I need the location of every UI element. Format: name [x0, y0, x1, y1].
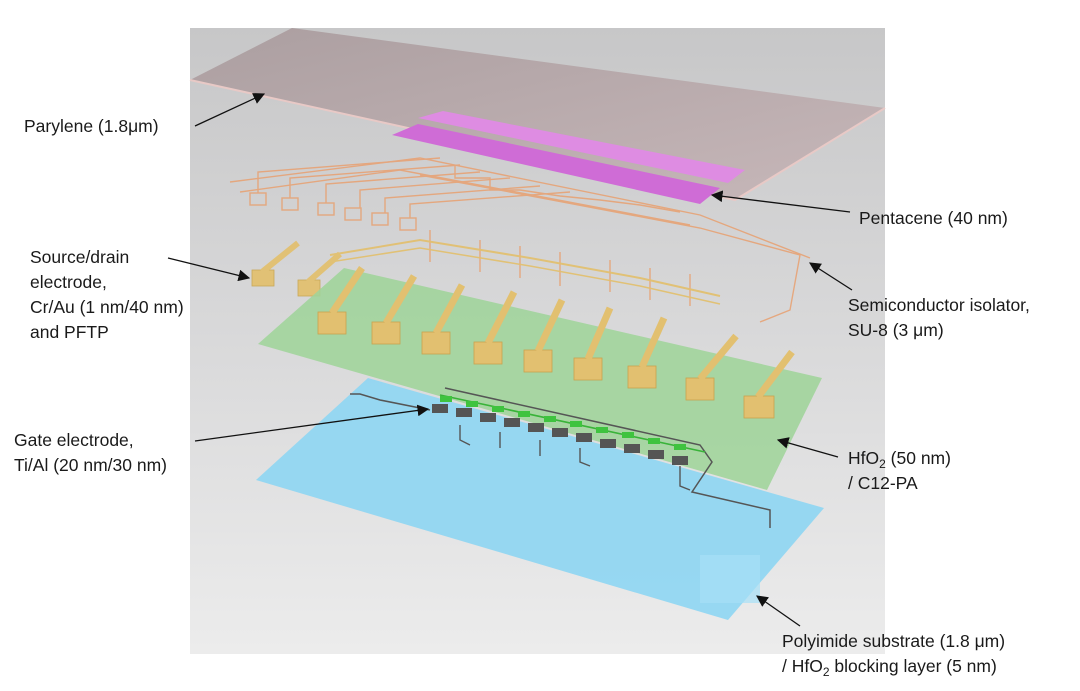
label-gate-electrode-line2: Ti/Al (20 nm/30 nm) [14, 455, 168, 475]
arrow-source-drain [167, 257, 251, 282]
pentacene-layer [392, 111, 745, 204]
label-source-drain-line2: electrode, [30, 272, 107, 292]
label-parylene-text: Parylene (1.8μm) [24, 116, 159, 136]
label-pentacene-text: Pentacene (40 nm) [859, 208, 1008, 228]
label-hfo2-pre: HfO [848, 448, 880, 468]
arrow-polyimide [756, 595, 801, 627]
gate-electrode-layer [350, 387, 771, 528]
arrow-hfo2 [776, 437, 839, 458]
label-semiconductor-isolator-line1: Semiconductor isolator, [848, 295, 1030, 315]
arrow-semiconductor-isolator [809, 262, 853, 291]
label-hfo2-sub: 2 [879, 457, 886, 471]
label-source-drain-line1: Source/drain [30, 247, 130, 267]
arrow-parylene [194, 93, 266, 127]
label-parylene: Parylene (1.8μm) [24, 114, 159, 139]
parylene-layer [189, 28, 886, 202]
label-gate-electrode: Gate electrode, Ti/Al (20 nm/30 nm) [14, 428, 167, 478]
label-polyimide-pre: / HfO [782, 656, 823, 676]
label-semiconductor-isolator: Semiconductor isolator, SU-8 (3 μm) [848, 293, 1030, 343]
label-polyimide-sub: 2 [822, 665, 830, 679]
label-hfo2-line2: / C12-PA [848, 473, 918, 493]
semiconductor-isolator-layer [229, 157, 811, 323]
label-polyimide: Polyimide substrate (1.8 μm) / HfO2 bloc… [782, 629, 1005, 679]
label-semiconductor-isolator-line2: SU-8 (3 μm) [848, 320, 944, 340]
label-pentacene: Pentacene (40 nm) [859, 206, 1008, 231]
label-polyimide-post: blocking layer (5 nm) [829, 656, 997, 676]
label-polyimide-line2: / HfO2 blocking layer (5 nm) [782, 654, 1005, 679]
arrow-gate-electrode [194, 404, 430, 442]
label-hfo2-line1: HfO2 (50 nm) [848, 446, 951, 471]
label-source-drain-line3: Cr/Au (1 nm/40 nm) [30, 297, 184, 317]
label-source-drain: Source/drain electrode, Cr/Au (1 nm/40 n… [30, 245, 184, 345]
source-drain-layer [251, 238, 721, 305]
label-source-drain-line4: and PFTP [30, 322, 109, 342]
arrow-pentacene [710, 190, 851, 213]
label-polyimide-line1: Polyimide substrate (1.8 μm) [782, 631, 1006, 651]
label-hfo2-post: (50 nm) [885, 448, 951, 468]
polyimide-layer [256, 378, 824, 620]
callout-arrows [167, 93, 853, 627]
label-gate-electrode-line1: Gate electrode, [14, 430, 134, 450]
label-hfo2: HfO2 (50 nm) / C12-PA [848, 446, 951, 496]
source-drain-pads [317, 266, 795, 419]
